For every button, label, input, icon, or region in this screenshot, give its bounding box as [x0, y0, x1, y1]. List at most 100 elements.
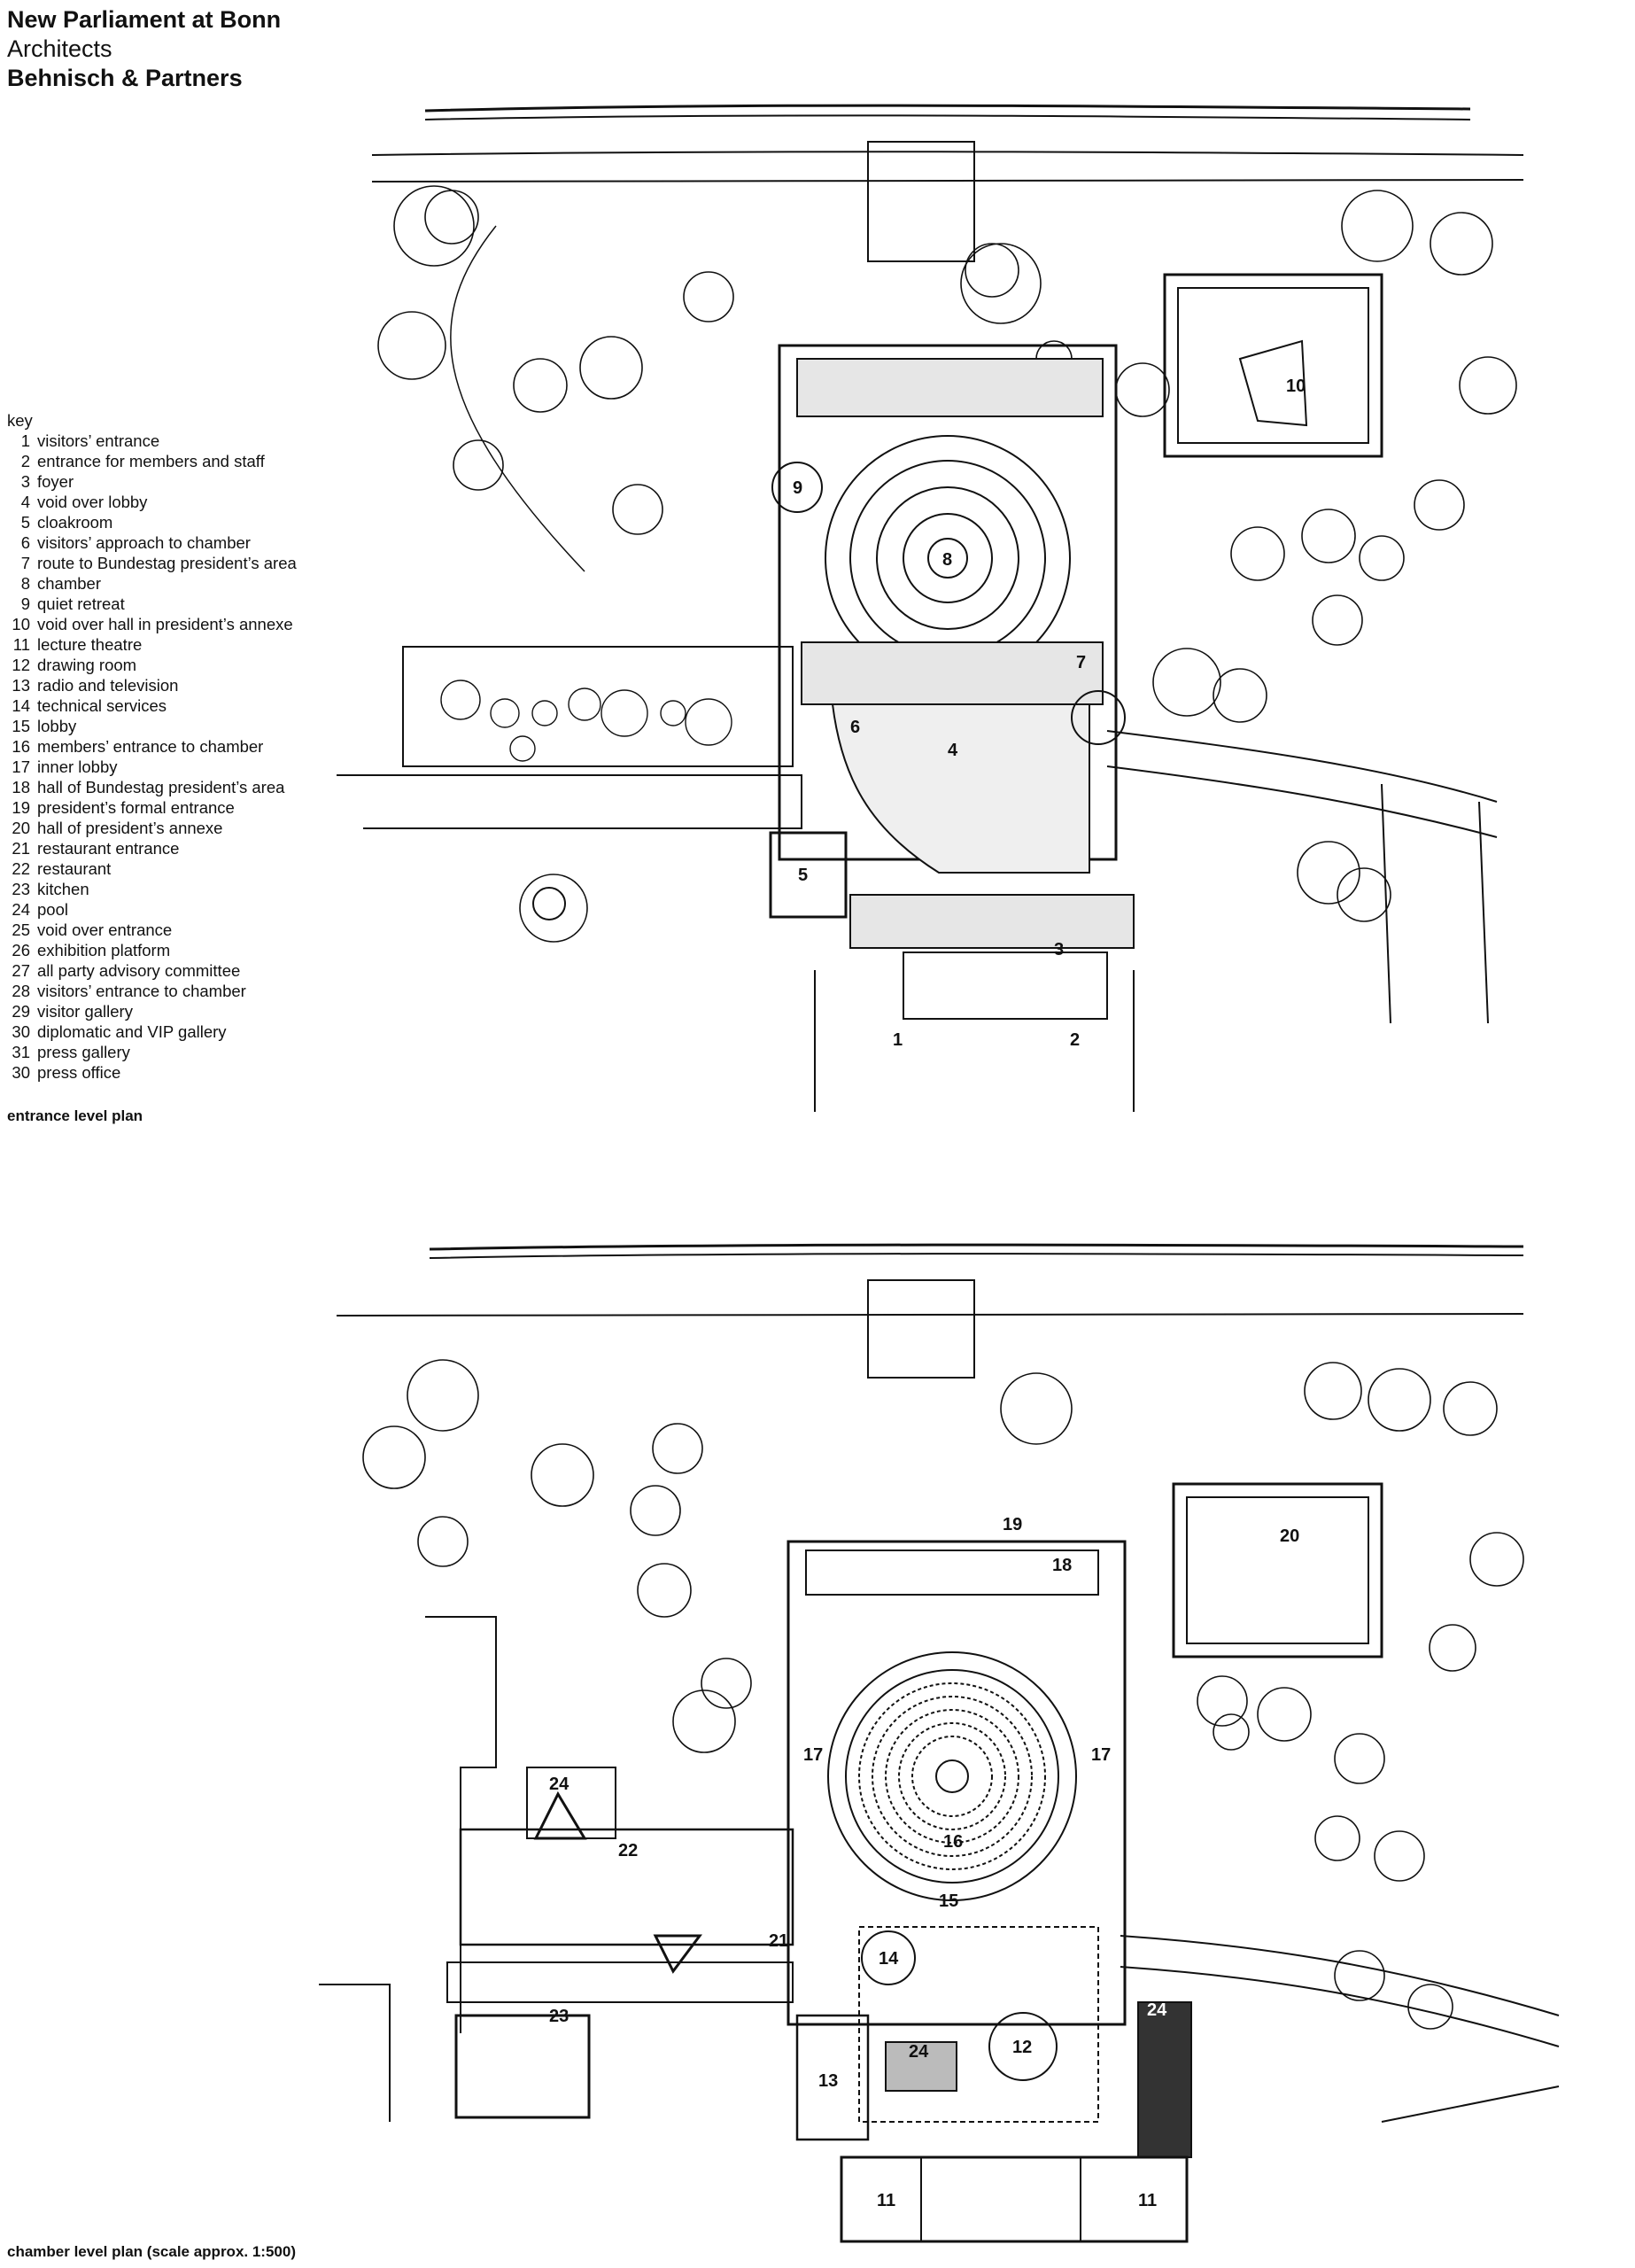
key-item-number: 15 [12, 717, 30, 735]
key-item: 10 void over hall in president’s annexe [7, 614, 297, 634]
label-18: 18 [1052, 1556, 1072, 1575]
key-item-label: cloakroom [37, 513, 113, 532]
label-23: 23 [549, 2007, 569, 2026]
entrance-plan-caption: entrance level plan [7, 1107, 143, 1124]
label-2: 2 [1070, 1030, 1080, 1050]
label-3: 3 [1054, 940, 1064, 959]
label-24c: 24 [1147, 2000, 1167, 2020]
key-item-label: hall of president’s annexe [37, 819, 223, 837]
key-item-label: radio and television [37, 676, 179, 695]
key-item-label: press office [37, 1063, 121, 1082]
key-item: 15 lobby [7, 716, 297, 736]
label-21: 21 [769, 1931, 788, 1951]
key-item: 5 cloakroom [7, 512, 297, 532]
key-item-number: 7 [20, 554, 30, 572]
label-13: 13 [818, 2071, 838, 2091]
key-item-number: 27 [12, 961, 30, 980]
label-15: 15 [939, 1891, 958, 1911]
label-8: 8 [942, 550, 952, 570]
key-item-number: 8 [20, 574, 30, 593]
key-item-number: 30 [12, 1063, 30, 1082]
label-6: 6 [850, 718, 860, 737]
key-item-label: visitors’ entrance [37, 431, 160, 450]
label-17b: 17 [1091, 1745, 1111, 1765]
key-item-number: 10 [12, 615, 30, 633]
label-4: 4 [948, 741, 958, 760]
page-title: New Parliament at Bonn [7, 6, 282, 33]
key-item-label: lobby [37, 717, 77, 735]
label-5: 5 [798, 866, 808, 885]
entrance-level-plan: 1 2 3 4 5 6 7 8 9 10 [337, 104, 1524, 1112]
label-16: 16 [943, 1832, 963, 1852]
chamber-plan-caption: chamber level plan (scale approx. 1:500) [7, 2243, 296, 2260]
label-7: 7 [1076, 653, 1086, 672]
key-item: 12 drawing room [7, 655, 297, 675]
label-20: 20 [1280, 1526, 1299, 1546]
key-item-number: 21 [12, 839, 30, 858]
key-item-number: 25 [12, 920, 30, 939]
key-item-number: 12 [12, 656, 30, 674]
key-item: 8 chamber [7, 573, 297, 594]
page-header: New Parliament at Bonn Architects Behnis… [7, 5, 281, 93]
key-item-label: chamber [37, 574, 101, 593]
key-item-number: 24 [12, 900, 30, 919]
key-item-label: foyer [37, 472, 74, 491]
key-item-number: 28 [12, 982, 30, 1000]
label-14: 14 [879, 1949, 899, 1969]
label-11b: 11 [1138, 2191, 1157, 2210]
label-19: 19 [1003, 1515, 1022, 1534]
key-item-label: visitor gallery [37, 1002, 133, 1021]
key-item-label: void over hall in president’s annexe [37, 615, 293, 633]
key-title: key [7, 411, 33, 430]
architects-label: Architects [7, 35, 112, 62]
key-item: 6 visitors’ approach to chamber [7, 532, 297, 553]
key-item-number: 19 [12, 798, 30, 817]
key-item-label: diplomatic and VIP gallery [37, 1022, 227, 1041]
key-item-number: 26 [12, 941, 30, 959]
key-item-label: quiet retreat [37, 594, 125, 613]
label-22: 22 [618, 1841, 638, 1860]
key-item-label: route to Bundestag president’s area [37, 554, 297, 572]
key-item-number: 9 [20, 594, 30, 613]
key-item: 7 route to Bundestag president’s area [7, 553, 297, 573]
key-item-number: 20 [12, 819, 30, 837]
key-item-number: 18 [12, 778, 30, 796]
key-item-number: 5 [20, 513, 30, 532]
key-item: 3 foyer [7, 471, 297, 492]
key-item-number: 31 [12, 1043, 30, 1061]
key-item-label: visitors’ approach to chamber [37, 533, 251, 552]
key-item-number: 17 [12, 757, 30, 776]
architect-firm: Behnisch & Partners [7, 65, 243, 91]
key-item-label: lecture theatre [37, 635, 143, 654]
key-item: 16 members’ entrance to chamber [7, 736, 297, 757]
key-item: 30 diplomatic and VIP gallery [7, 1021, 297, 1042]
key-item-label: drawing room [37, 656, 137, 674]
key-item-number: 16 [12, 737, 30, 756]
key-item-label: hall of Bundestag president’s area [37, 778, 285, 796]
key-item-label: restaurant [37, 859, 112, 878]
key-item-label: technical services [37, 696, 167, 715]
label-24a: 24 [549, 1775, 570, 1794]
key-item-number: 29 [12, 1002, 30, 1021]
key-item: 30 press office [7, 1062, 297, 1083]
label-11a: 11 [877, 2191, 895, 2210]
key-item-label: members’ entrance to chamber [37, 737, 264, 756]
key-item-number: 23 [12, 880, 30, 898]
key-item-number: 3 [20, 472, 30, 491]
key-item-number: 6 [20, 533, 30, 552]
key-item-number: 30 [12, 1022, 30, 1041]
